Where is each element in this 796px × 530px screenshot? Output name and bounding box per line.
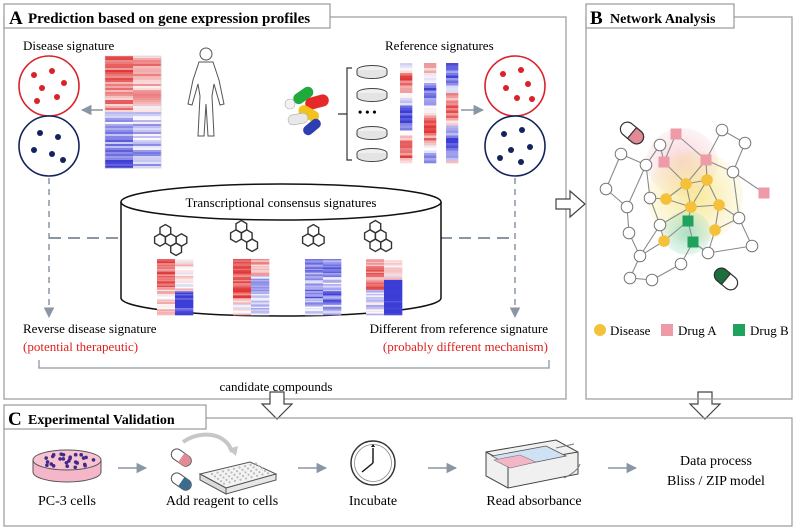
arrow-a-to-c bbox=[260, 391, 294, 420]
panel-b: B Network Analysis Disease Drug A Drug B bbox=[585, 3, 793, 400]
reference-heatmap bbox=[400, 63, 459, 164]
panel-a-letter: A bbox=[9, 8, 23, 29]
arrow-a-to-b bbox=[555, 189, 586, 219]
legend-disease-label: Disease bbox=[610, 323, 651, 338]
step-absorbance-label: Read absorbance bbox=[486, 494, 581, 509]
drug-b-glow bbox=[663, 211, 711, 255]
consensus-database-cylinder bbox=[120, 183, 442, 317]
legend-disease-swatch bbox=[594, 324, 606, 336]
reference-up-dots bbox=[500, 67, 535, 102]
panel-c-frame bbox=[3, 417, 793, 527]
disease-down-dots bbox=[31, 130, 66, 163]
panel-a: A Prediction based on gene expression pr… bbox=[3, 3, 567, 400]
panel-a-title-box bbox=[3, 3, 331, 29]
disease-down-circle bbox=[18, 115, 80, 177]
panel-a-title: Prediction based on gene expression prof… bbox=[28, 11, 310, 27]
panel-c: C Experimental Validation PC-3 cells bbox=[3, 404, 793, 527]
petri-dishes bbox=[356, 65, 388, 162]
drug-pills-icon bbox=[284, 86, 329, 136]
molecule-icons bbox=[153, 219, 393, 257]
reverse-signature-label: Reverse disease signature bbox=[23, 321, 157, 336]
step-data-process-label: Data process bbox=[680, 454, 752, 469]
panel-c-letter: C bbox=[8, 409, 22, 430]
panel-c-title-box bbox=[3, 404, 207, 430]
reference-up-circle bbox=[484, 55, 546, 117]
network-graph bbox=[599, 123, 770, 287]
disease-up-dots bbox=[31, 68, 67, 104]
step-reagent-label: Add reagent to cells bbox=[166, 494, 278, 509]
panel-b-letter: B bbox=[590, 8, 603, 29]
plate-reader-icon bbox=[485, 439, 581, 489]
panel-b-title: Network Analysis bbox=[610, 12, 716, 27]
cell-line-bracket bbox=[338, 67, 352, 161]
reference-signatures-label: Reference signatures bbox=[385, 38, 494, 53]
clock-icon bbox=[350, 440, 396, 486]
pc3-petri-dish-icon bbox=[32, 449, 102, 483]
step-incubate-label: Incubate bbox=[349, 494, 397, 509]
drug-b-pill-icon bbox=[713, 267, 739, 291]
ellipsis-dots: • • • bbox=[358, 105, 377, 119]
reference-down-circle bbox=[484, 115, 546, 177]
legend-drug-b-label: Drug B bbox=[750, 323, 789, 338]
consensus-heatmaps bbox=[157, 259, 403, 316]
disease-up-circle bbox=[18, 55, 80, 117]
reagent-plate-icon bbox=[170, 432, 278, 495]
disease-heatmap bbox=[104, 55, 162, 169]
consensus-title: Transcriptional consensus signatures bbox=[186, 195, 377, 210]
drug-a-pill-icon bbox=[619, 121, 645, 145]
panel-c-title: Experimental Validation bbox=[28, 413, 175, 428]
different-signature-note: (probably different mechanism) bbox=[383, 339, 548, 354]
disease-signature-label: Disease signature bbox=[23, 38, 115, 53]
different-signature-label: Different from reference signature bbox=[370, 321, 549, 336]
step-pc3-label: PC-3 cells bbox=[38, 494, 96, 509]
legend-drug-a-label: Drug A bbox=[678, 323, 717, 338]
candidate-compounds-label: candidate compounds bbox=[220, 379, 333, 394]
reverse-signature-note: (potential therapeutic) bbox=[23, 339, 138, 354]
legend-drug-b-swatch bbox=[733, 324, 745, 336]
arrow-b-to-c bbox=[688, 391, 722, 420]
reference-down-dots bbox=[497, 127, 533, 165]
panel-b-title-box bbox=[585, 3, 735, 29]
candidate-brace bbox=[38, 360, 550, 369]
human-body-icon bbox=[187, 47, 225, 137]
step-model-label: Bliss / ZIP model bbox=[667, 474, 765, 489]
legend-drug-a-swatch bbox=[661, 324, 673, 336]
